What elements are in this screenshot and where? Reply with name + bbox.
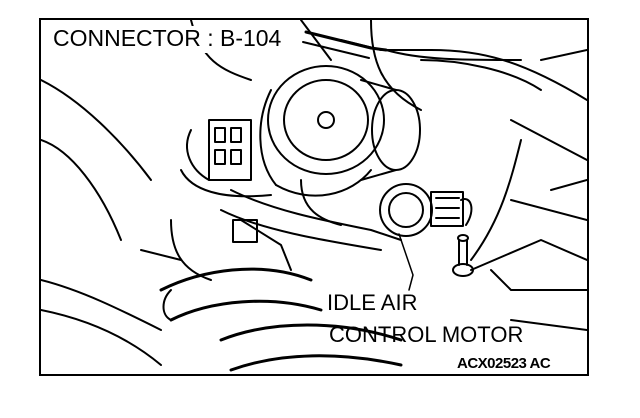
idle-air-control-motor (379, 183, 473, 237)
part-label-line2: CONTROL MOTOR (329, 322, 524, 347)
connector-label: CONNECTOR : B-104 (53, 26, 285, 53)
engine-bay-illustration (41, 20, 587, 372)
figure-frame: CONNECTOR : B-104 IDLE AIR CONTROL MOTOR… (39, 18, 589, 376)
figure-code: ACX02523 AC (457, 355, 551, 372)
connector-b104 (180, 119, 272, 198)
part-label-line1: IDLE AIR (327, 290, 418, 315)
throttle-body (259, 65, 421, 226)
